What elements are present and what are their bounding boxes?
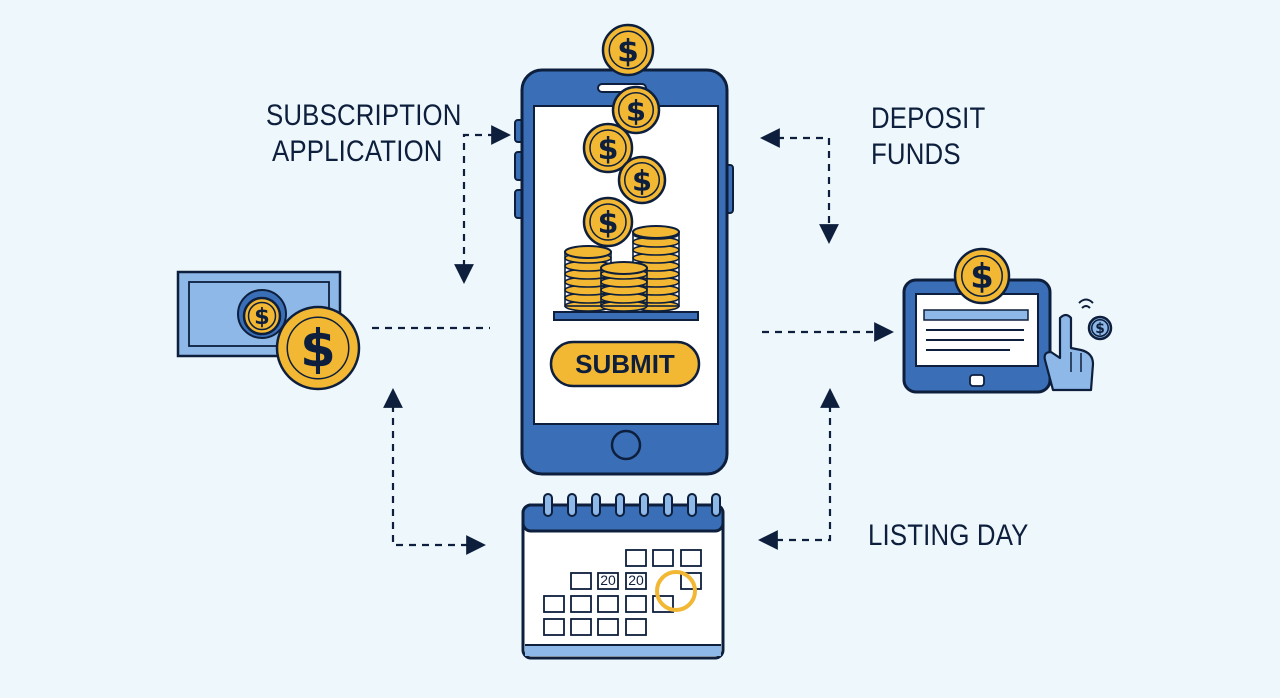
subscription-arrow xyxy=(454,125,511,284)
subscription-label-line-2: APPLICATION xyxy=(272,135,443,168)
coin-stack xyxy=(600,261,648,312)
smartphone: SUBMIT xyxy=(514,68,734,476)
dollar-sign: $ xyxy=(598,132,619,167)
calendar-day-cell xyxy=(543,618,565,636)
dollar-sign: $ xyxy=(617,33,639,69)
calendar-date-number: 20 xyxy=(628,572,644,588)
calendar-day-cell xyxy=(570,572,592,590)
tablet-to-calendar-arrow xyxy=(758,388,840,550)
dollar-sign: $ xyxy=(632,163,652,197)
calendar-day-cell xyxy=(652,549,674,567)
calendar-date-number: 20 xyxy=(600,572,616,588)
dollar-sign: $ xyxy=(626,93,646,127)
calendar-day-cell xyxy=(625,572,647,590)
binding-ring xyxy=(639,493,649,517)
falling-coins: $$$$$ xyxy=(582,23,667,248)
home-button[interactable] xyxy=(610,429,642,461)
calendar-day-cell xyxy=(543,595,565,613)
calendar-day-cell xyxy=(570,595,592,613)
dollar-coin-icon: $ xyxy=(953,247,1011,305)
calendar-day-cell xyxy=(625,549,647,567)
dollar-sign: $ xyxy=(598,206,619,241)
highlighted-date-circle xyxy=(655,570,697,612)
subscription-application-label: SUBSCRIPTION APPLICATION xyxy=(266,98,462,170)
listing-day-label: LISTING DAY xyxy=(868,519,1029,552)
dollar-coin-icon: $ xyxy=(611,85,661,135)
dollar-coin-icon: $ xyxy=(1087,315,1113,341)
dollar-sign: $ xyxy=(970,257,993,296)
binding-ring xyxy=(567,493,577,517)
calendar-day-cell xyxy=(625,595,647,613)
deposit-label-line-2: FUNDS xyxy=(871,138,961,171)
dollar-coin-icon: $ xyxy=(242,296,282,336)
binding-ring xyxy=(615,493,625,517)
binding-ring xyxy=(663,493,673,517)
dollar-coin-icon: $ xyxy=(582,122,634,174)
cash-to-calendar-arrow xyxy=(383,388,486,555)
tablet-icon xyxy=(902,278,1052,394)
connectors xyxy=(372,125,894,555)
submit-button-label: SUBMIT xyxy=(575,349,675,379)
dollar-coin-icon: $ xyxy=(275,305,361,391)
signal-waves-icon xyxy=(1078,298,1094,309)
binding-ring xyxy=(543,493,553,517)
submit-button[interactable]: SUBMIT xyxy=(549,340,701,388)
binding-ring xyxy=(591,493,601,517)
calendar-day-cell xyxy=(597,572,619,590)
calendar-day-cell xyxy=(597,595,619,613)
calendar-icon: 20 20 xyxy=(521,493,725,660)
calendar-day-cell xyxy=(625,618,647,636)
coin-stack xyxy=(564,245,612,312)
deposit-arrow xyxy=(760,128,839,244)
binding-ring xyxy=(711,493,721,517)
binding-ring xyxy=(687,493,697,517)
deposit-funds-label: DEPOSIT FUNDS xyxy=(871,101,985,173)
deposit-label-line-1: DEPOSIT xyxy=(871,102,986,135)
dollar-coin-icon: $ xyxy=(601,23,655,77)
calendar-day-cell xyxy=(597,618,619,636)
dollar-coin-icon: $ xyxy=(582,196,634,248)
subscription-label-line-1: SUBSCRIPTION xyxy=(266,99,462,132)
dollar-coin-icon: $ xyxy=(617,155,667,205)
dollar-sign: $ xyxy=(300,319,336,379)
calendar-day-cell xyxy=(680,549,702,567)
coin-shelf xyxy=(553,311,699,321)
dollar-sign: $ xyxy=(254,304,270,330)
pointing-hand-icon xyxy=(1043,313,1095,392)
coin-stacks xyxy=(564,225,680,312)
calendar-day-cell xyxy=(570,618,592,636)
dollar-sign: $ xyxy=(1095,321,1105,337)
